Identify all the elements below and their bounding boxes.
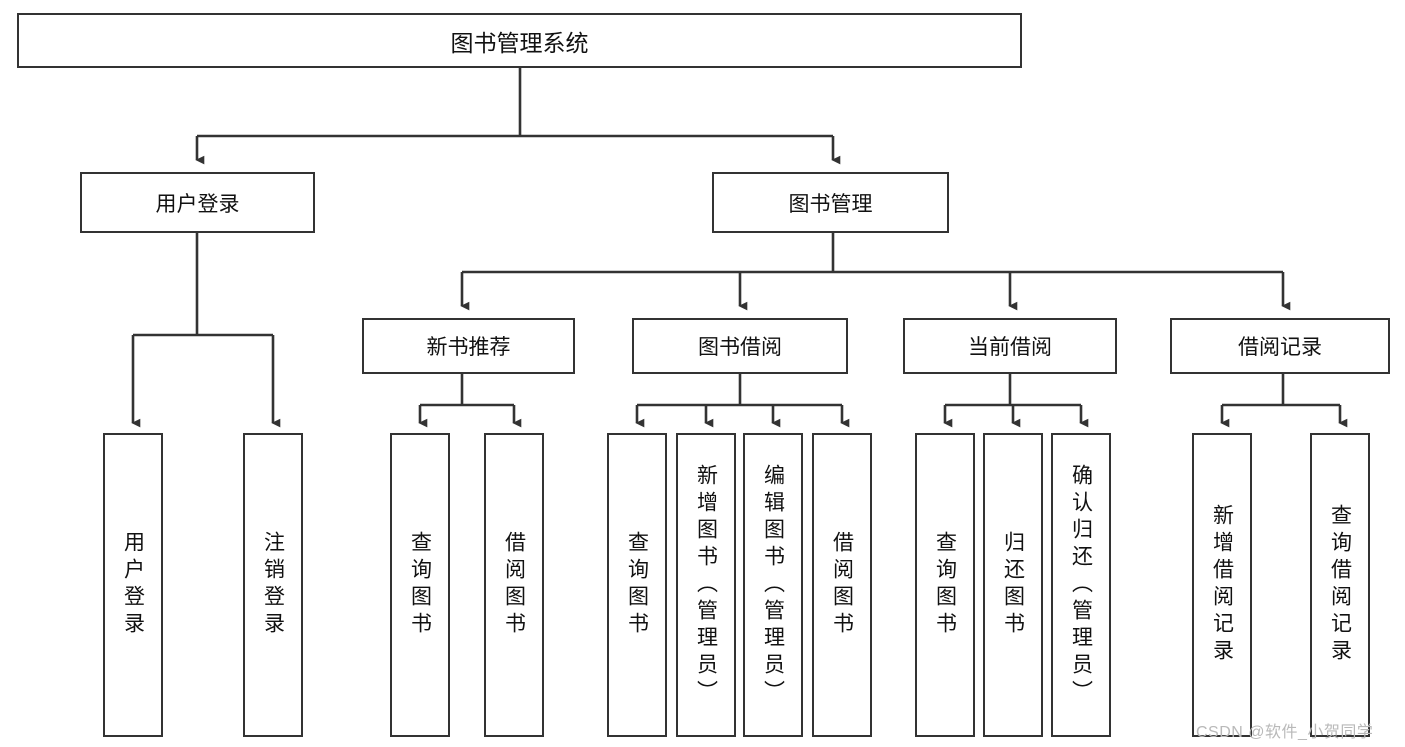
leaf-current-borrow-query-book[interactable]: 查询图书 <box>915 433 975 737</box>
node-book-borrow[interactable]: 图书借阅 <box>632 318 848 374</box>
node-label: 新增借阅记录 <box>1210 504 1234 666</box>
leaf-user-login-logout[interactable]: 注销登录 <box>243 433 303 737</box>
node-book-management[interactable]: 图书管理 <box>712 172 949 233</box>
leaf-new-book-query-book[interactable]: 查询图书 <box>390 433 450 737</box>
csdn-watermark: CSDN @软件_小贺同学 <box>1196 724 1374 741</box>
leaf-book-borrow-borrow-book[interactable]: 借阅图书 <box>812 433 872 737</box>
node-label: 借阅图书 <box>830 531 854 639</box>
node-current-borrow[interactable]: 当前借阅 <box>903 318 1117 374</box>
node-label: 借阅图书 <box>502 531 526 639</box>
node-label: 新书推荐 <box>426 336 511 359</box>
node-root-system[interactable]: 图书管理系统 <box>17 13 1022 68</box>
node-new-book-recommend[interactable]: 新书推荐 <box>362 318 575 374</box>
node-label: 借阅记录 <box>1238 336 1322 359</box>
node-user-login[interactable]: 用户登录 <box>80 172 315 233</box>
leaf-book-borrow-query-book[interactable]: 查询图书 <box>607 433 667 737</box>
node-borrow-record[interactable]: 借阅记录 <box>1170 318 1390 374</box>
node-label: 图书管理 <box>788 192 873 216</box>
leaf-book-borrow-add-book-admin[interactable]: 新增图书（管理员） <box>676 433 736 737</box>
node-label: 当前借阅 <box>968 336 1052 359</box>
node-label: 查询图书 <box>933 531 957 639</box>
node-label: 编辑图书（管理员） <box>761 463 785 707</box>
node-label: 查询图书 <box>408 531 432 639</box>
node-label: 图书借阅 <box>698 336 782 359</box>
node-label: 用户登录 <box>121 531 145 639</box>
node-label: 查询借阅记录 <box>1328 504 1352 666</box>
leaf-borrow-record-add-record[interactable]: 新增借阅记录 <box>1192 433 1252 737</box>
node-label: 用户登录 <box>155 192 240 216</box>
node-label: 图书管理系统 <box>450 29 589 56</box>
leaf-book-borrow-edit-book-admin[interactable]: 编辑图书（管理员） <box>743 433 803 737</box>
node-label: 注销登录 <box>261 531 285 639</box>
leaf-user-login-login[interactable]: 用户登录 <box>103 433 163 737</box>
leaf-new-book-borrow-book[interactable]: 借阅图书 <box>484 433 544 737</box>
node-label: 归还图书 <box>1001 531 1025 639</box>
leaf-borrow-record-query-record[interactable]: 查询借阅记录 <box>1310 433 1370 737</box>
node-label: 确认归还（管理员） <box>1069 463 1093 707</box>
leaf-current-borrow-return-book[interactable]: 归还图书 <box>983 433 1043 737</box>
leaf-current-borrow-confirm-return-admin[interactable]: 确认归还（管理员） <box>1051 433 1111 737</box>
node-label: 新增图书（管理员） <box>694 463 718 707</box>
node-label: 查询图书 <box>625 531 649 639</box>
